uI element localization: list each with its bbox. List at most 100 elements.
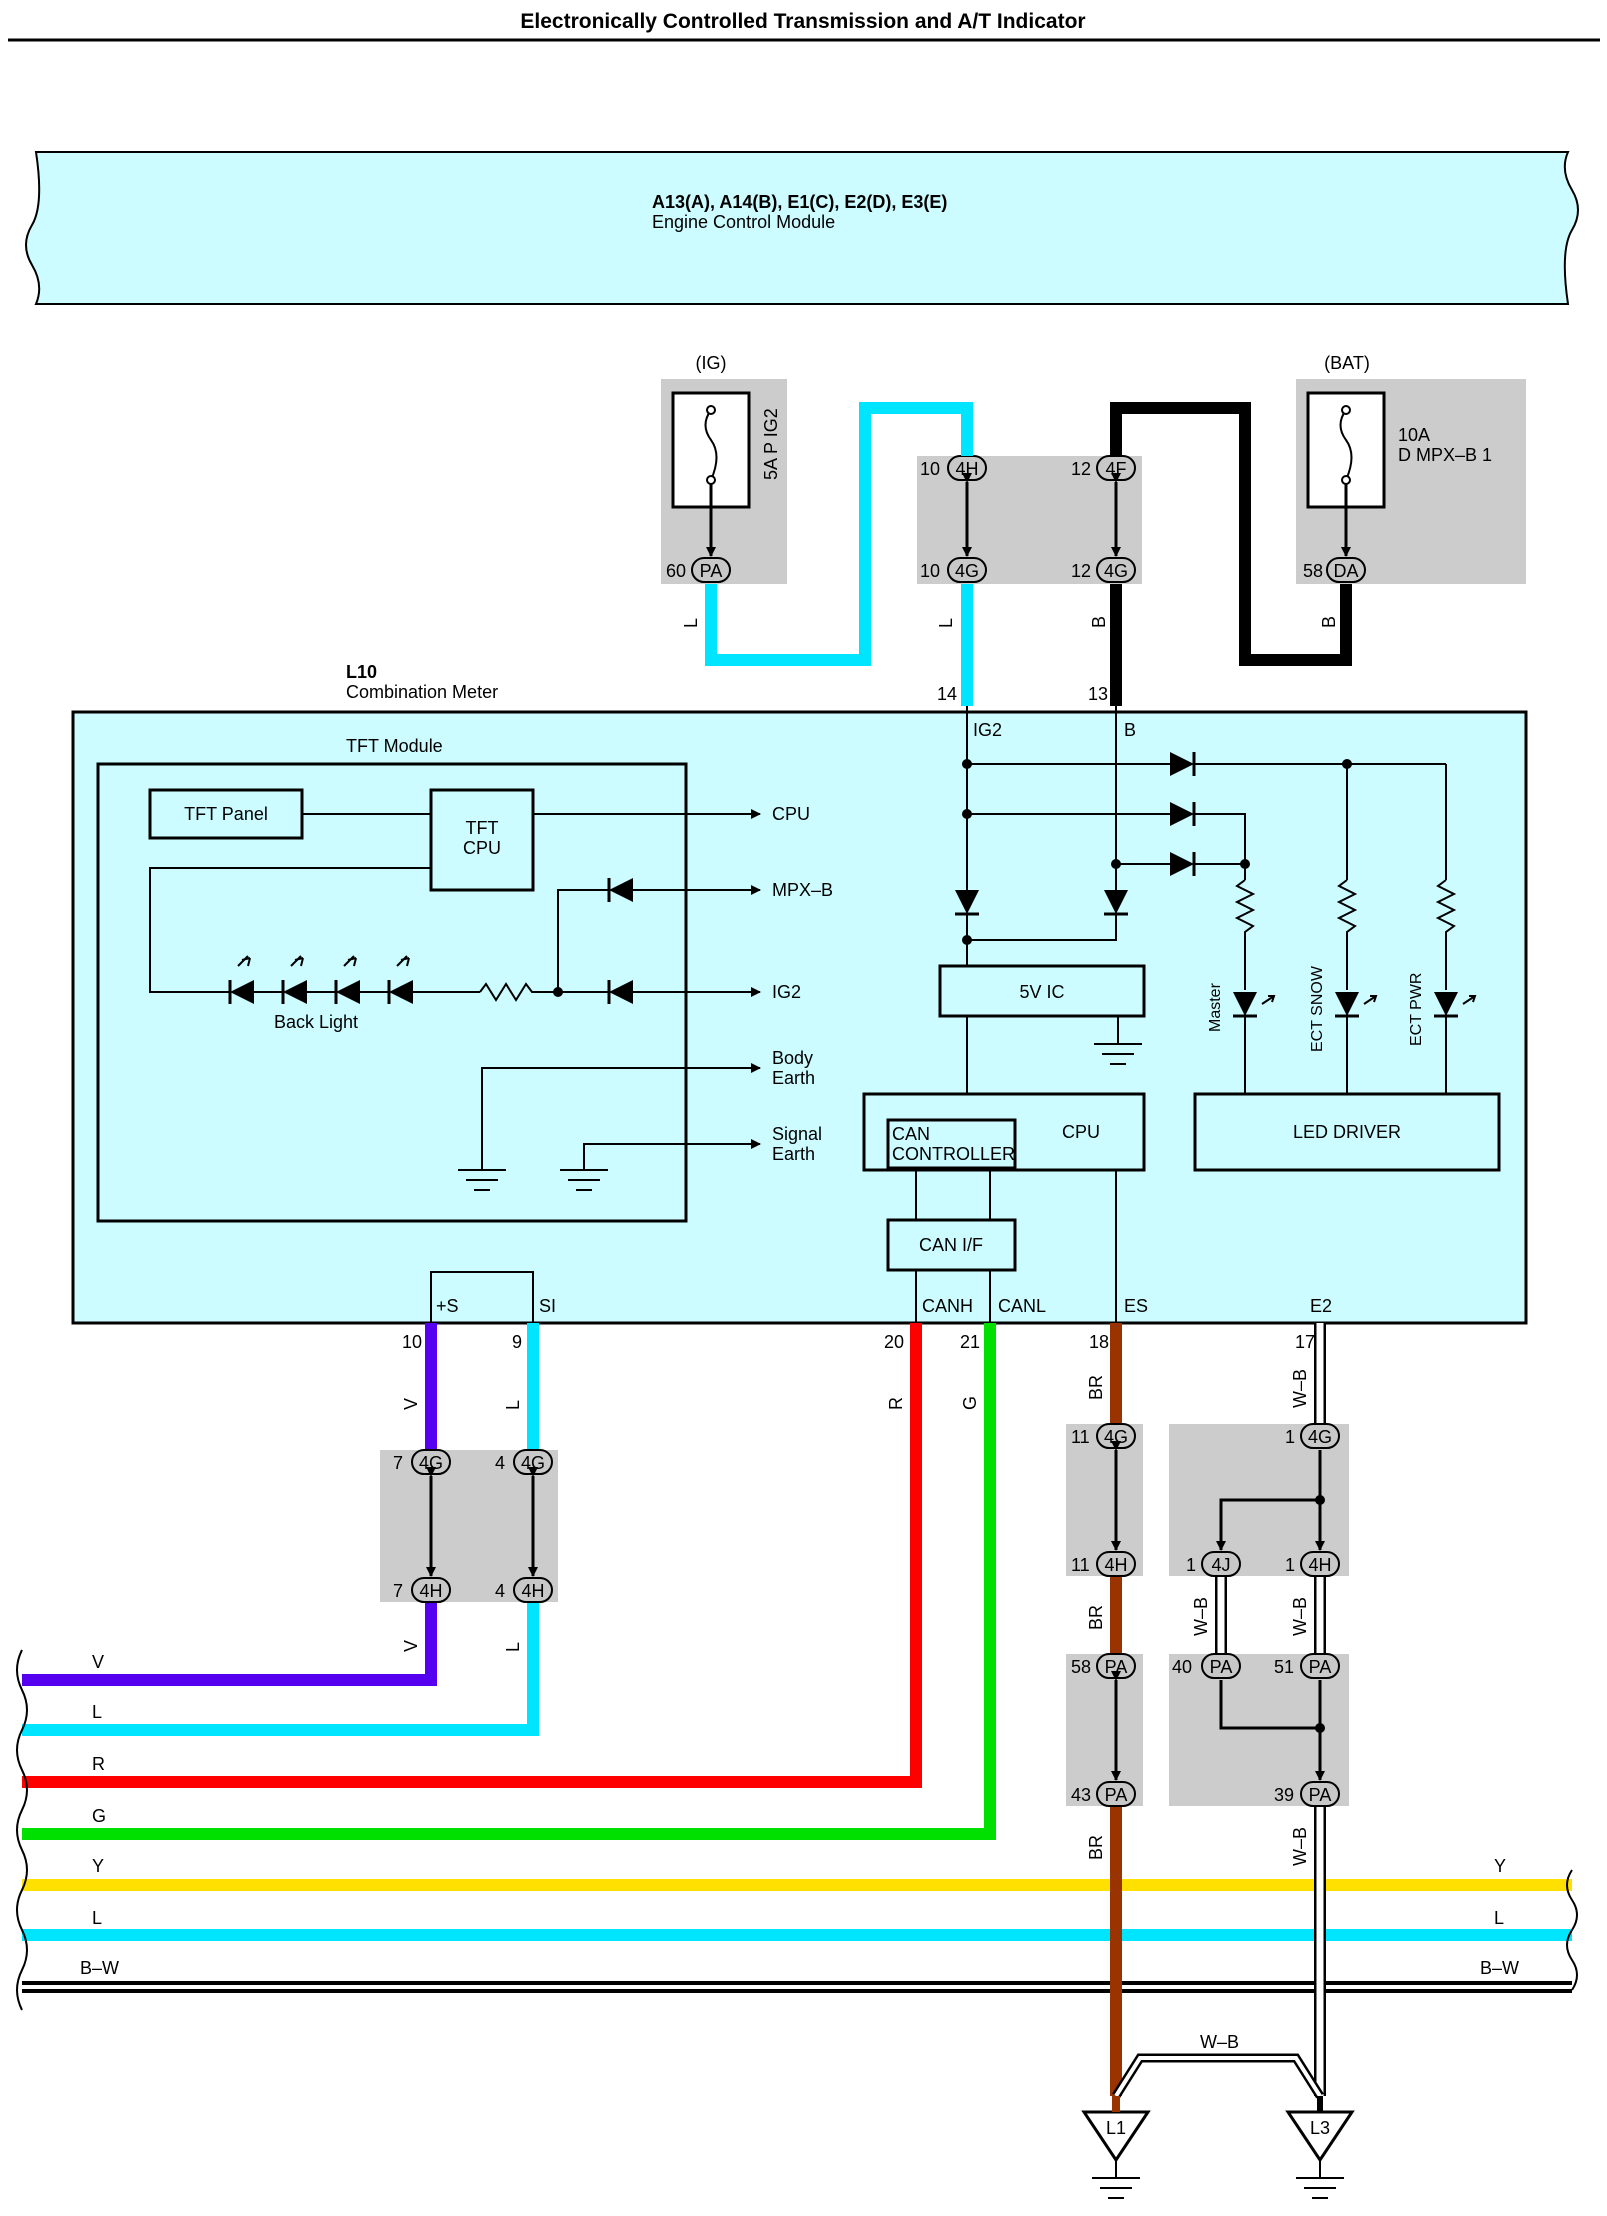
wire-colors-top-ig2-wire-label: L — [936, 618, 956, 628]
diode-ig2 — [607, 980, 633, 1004]
connector-oval — [1201, 1551, 1241, 1577]
connector-oval — [1300, 1551, 1340, 1577]
meter-ic-5v-label: 5V IC — [1019, 982, 1064, 1002]
es-junction-conn4-label: PA — [1105, 1785, 1128, 1805]
break-line-left — [16, 1649, 28, 2011]
led-driver-box — [1193, 1092, 1501, 1172]
meter-cpu-label: CPU — [1062, 1122, 1100, 1142]
bat-fuse-element — [1339, 409, 1353, 481]
ecm-connectors: A13(A), A14(B), E1(C), E2(D), E3(E) — [652, 192, 947, 212]
resistor-master — [1234, 879, 1256, 990]
left-junction-conn-b-bot-label: 4H — [521, 1581, 544, 1601]
es-junction-pin2-label: 11 — [1071, 1555, 1090, 1575]
backlight-leds — [228, 955, 480, 1004]
wire-canh-red — [22, 1323, 922, 1788]
meter-out-body-2-label: Earth — [772, 1068, 815, 1088]
bottom-pins-e2-label: 17 — [1295, 1332, 1315, 1352]
left-junction-pin-a-top-label: 7 — [393, 1453, 403, 1473]
bottom-colors-e2-label: W–B — [1290, 1597, 1310, 1636]
fuses-ig-conn-label: PA — [700, 561, 723, 581]
pin-60: 60 — [666, 561, 686, 581]
ground-l1-icon — [1081, 2110, 1151, 2199]
left-junction-conn-b-top-label: 4G — [521, 1453, 545, 1473]
es-junction-pin3-label: 58 — [1071, 1657, 1091, 1677]
meter-tft-cpu-2-label: CPU — [463, 838, 501, 858]
bottom-colors-canl-label: G — [960, 1396, 980, 1410]
ig-group-label: (IG) — [696, 353, 727, 373]
left-junction-pin-a-bot-label: 7 — [393, 1581, 403, 1601]
bottom-colors-es-label: BR — [1086, 1605, 1106, 1630]
junction-top-left-conn-top-label: 4H — [955, 459, 978, 479]
e2-junction-conn1-label: 4G — [1308, 1427, 1332, 1447]
bottom-colors-si-label: L — [503, 1400, 523, 1410]
wire-colors-top-b-wire-label: B — [1089, 616, 1109, 628]
connector-oval — [1096, 1551, 1136, 1577]
meter-can-ctrl-1-label: CAN — [892, 1124, 930, 1144]
meter-ind-pwr-label: ECT PWR — [1408, 973, 1425, 1046]
ground-l1-label: L1 — [1106, 2118, 1126, 2138]
junction-top-right-conn-bot-label: 4G — [1104, 561, 1128, 581]
meter-out-cpu-label: CPU — [772, 804, 810, 824]
bottom-colors-s-label: V — [401, 1398, 421, 1410]
conn-4g-12 — [1096, 557, 1136, 583]
meter-can-ctrl-2-label: CONTROLLER — [892, 1144, 1015, 1164]
wire-si-cyan-low — [22, 1592, 539, 1736]
e2-junction-conn-51-label: PA — [1309, 1657, 1332, 1677]
es-junction-block-2 — [1066, 1654, 1143, 1806]
meter-ind-snow-label: ECT SNOW — [1309, 965, 1326, 1052]
e2-junction-conn-39-label: PA — [1309, 1785, 1332, 1805]
junction-top-left-conn-bot-label: 4G — [955, 561, 979, 581]
bottom-colors-canh-label: R — [886, 1397, 906, 1410]
e2-junction-pin-51-label: 51 — [1274, 1657, 1294, 1677]
meter-out-signal-2-label: Earth — [772, 1144, 815, 1164]
bus-3-label-label: G — [92, 1806, 106, 1826]
tft-cpu-box — [429, 788, 535, 892]
can-controller-box — [886, 1118, 1017, 1170]
meter-id: L10 — [346, 662, 377, 682]
bottom-pins-s-label: 10 — [402, 1332, 422, 1352]
junction-top-right-conn-top-label: 4F — [1105, 459, 1126, 479]
e2-junction-conn-4j-label: 4J — [1211, 1555, 1230, 1575]
wire-bat-black — [1110, 402, 1352, 666]
bus-6-label-label: B–W — [80, 1958, 119, 1978]
e2-junction-pin-39-label: 39 — [1274, 1785, 1294, 1805]
5v-ic-ground-icon — [1094, 1043, 1142, 1065]
connector-oval — [1300, 1781, 1340, 1807]
bat-group-label: (BAT) — [1324, 353, 1370, 373]
junction-top-left-pin-bot-label: 10 — [920, 561, 940, 581]
es-junction-pin1-label: 11 — [1071, 1427, 1090, 1447]
meter-tft-cpu-1-label: TFT — [466, 818, 499, 838]
meter-tft-panel-label: TFT Panel — [184, 804, 268, 824]
ig-fuse-element — [704, 409, 718, 481]
pin-58-da: 58 — [1303, 561, 1323, 581]
bottom-colors-e2-label: W–B — [1191, 1597, 1211, 1636]
resistor-pwr — [1435, 879, 1457, 990]
left-junction-pin-b-top-label: 4 — [495, 1453, 505, 1473]
es-junction-conn1-label: 4G — [1104, 1427, 1128, 1447]
junction-top-left-pin-top-label: 10 — [920, 459, 940, 479]
bottom-pins-canl-label: 21 — [960, 1332, 980, 1352]
meter-out-ig2-label: IG2 — [772, 982, 801, 1002]
e2-junction-conn-4h-label: 4H — [1308, 1555, 1331, 1575]
ig-fuse-rating: 5A P IG2 — [761, 408, 781, 480]
wire-canl-green — [22, 1323, 996, 1840]
break-line-right — [1566, 1869, 1578, 1991]
e2-junction-pin-40-label: 40 — [1172, 1657, 1192, 1677]
meter-out-mpxb-label: MPX–B — [772, 880, 833, 900]
es-junction-conn2-label: 4H — [1104, 1555, 1127, 1575]
s-terminal-box — [430, 1271, 534, 1324]
meter-term-canl-label: CANL — [998, 1296, 1046, 1316]
e2-junction-pin-4j-label: 1 — [1186, 1555, 1196, 1575]
bottom-colors-si-label: L — [503, 1642, 523, 1652]
bus-1-label-label: L — [92, 1702, 102, 1722]
meter-name: Combination Meter — [346, 682, 498, 702]
bus-6-label-label: B–W — [1480, 1958, 1519, 1978]
diagram-title: Electronically Controlled Transmission a… — [520, 10, 1085, 33]
signal-earth-ground-icon — [560, 1169, 608, 1191]
can-if-box — [886, 1218, 1017, 1272]
tft-module-label: TFT Module — [346, 736, 443, 756]
connector-oval — [1201, 1653, 1241, 1679]
meter-pin-b-label: 13 — [1088, 684, 1108, 704]
bottom-colors-s-label: V — [401, 1640, 421, 1652]
connector-oval — [1300, 1653, 1340, 1679]
